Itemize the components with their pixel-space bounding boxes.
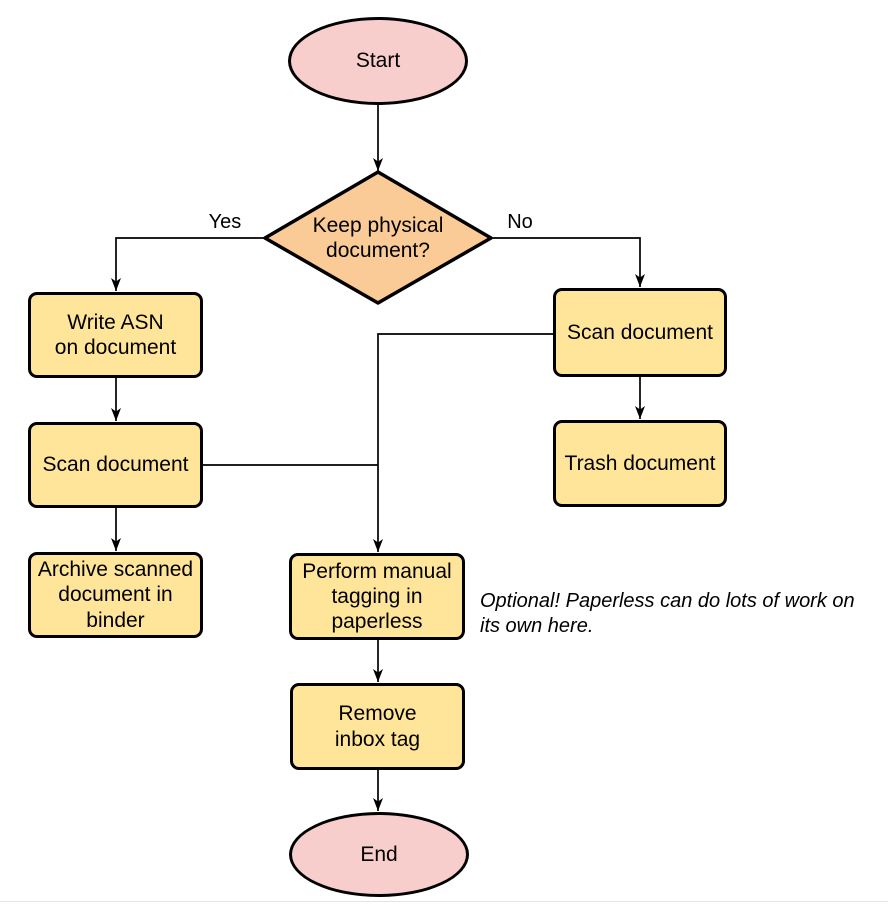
edge-scan-right-to-perform-tagging xyxy=(373,333,553,552)
page-boundary-line xyxy=(0,901,888,902)
edge-decision-no-to-scan-right xyxy=(491,237,645,287)
annotation-note: Optional! Paperless can do lots of work … xyxy=(480,590,855,637)
decision-diamond-shape xyxy=(263,170,493,305)
node-end-label: End xyxy=(360,842,398,866)
node-scan-document-left-label: Scan document xyxy=(42,453,189,477)
edge-decision-yes-to-write-asn xyxy=(111,237,265,291)
node-trash-document-label: Trash document xyxy=(564,451,716,475)
node-trash-document: Trash document xyxy=(553,420,727,507)
edge-label-no: No xyxy=(507,211,533,233)
node-scan-document-left: Scan document xyxy=(28,422,203,508)
node-scan-document-right-label: Scan document xyxy=(567,320,713,344)
edge-label-yes: Yes xyxy=(208,211,242,233)
node-end: End xyxy=(289,812,469,897)
node-start-label: Start xyxy=(355,49,401,73)
node-scan-document-right: Scan document xyxy=(553,288,727,377)
node-start: Start xyxy=(288,17,468,105)
